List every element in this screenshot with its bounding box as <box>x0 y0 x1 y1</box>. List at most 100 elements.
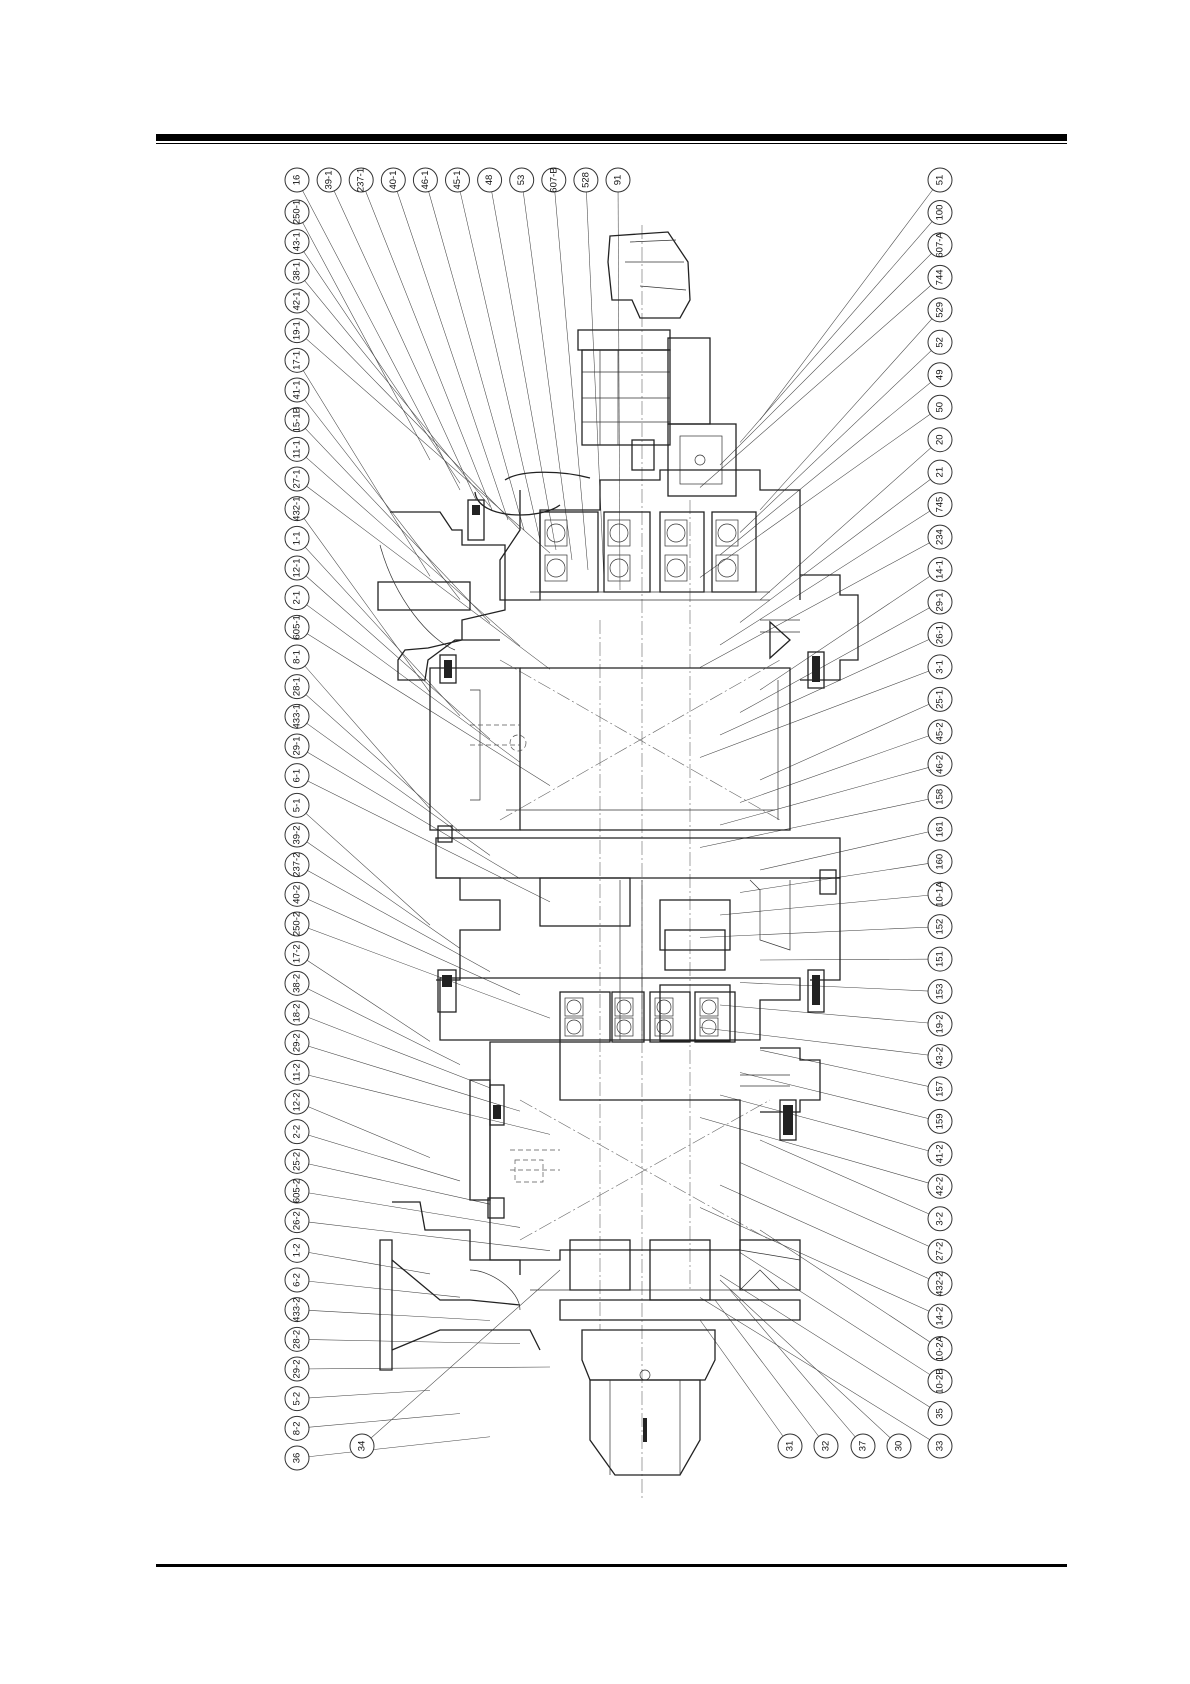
balloon-label: 8-2 <box>292 1421 303 1435</box>
leader-line <box>719 1184 941 1284</box>
balloon-label: 35 <box>935 1408 946 1419</box>
balloon-right-159: 159 <box>927 1108 953 1134</box>
balloon-label: 17-2 <box>292 944 303 963</box>
leader-line <box>759 309 941 511</box>
leader-line <box>360 179 493 511</box>
balloon-label: 2-2 <box>292 1125 303 1139</box>
balloon-label: 744 <box>935 269 946 285</box>
balloon-label: 40-2 <box>292 885 303 904</box>
leader-line <box>699 926 941 938</box>
leader-line <box>699 1319 791 1447</box>
leader-line <box>296 449 521 647</box>
leader-line <box>296 567 491 740</box>
balloon-right-49: 49 <box>927 362 953 388</box>
balloon-label: 19-1 <box>292 321 303 340</box>
leader-line <box>759 439 941 601</box>
balloon-right-10-2A: 10-2A <box>927 1335 953 1361</box>
balloon-right-607-A: 607-A <box>927 232 953 258</box>
leader-line <box>699 536 941 668</box>
balloon-label: 529 <box>935 302 946 318</box>
balloon-label: 27-1 <box>292 469 303 488</box>
balloon-bottom-34: 34 <box>349 1433 375 1459</box>
balloon-label: 40-1 <box>388 170 399 189</box>
balloon-right-50: 50 <box>927 394 953 420</box>
balloon-label: 46-2 <box>935 755 946 774</box>
balloon-label: 3-1 <box>935 660 946 674</box>
balloon-label: 432-1 <box>292 497 303 521</box>
leader-line <box>328 179 477 501</box>
balloon-top-607-B: 607-B <box>541 167 567 193</box>
balloon-label: 1-1 <box>292 531 303 545</box>
balloon-left-29-2: 29-2 <box>284 1030 310 1056</box>
leader-line <box>739 731 941 803</box>
balloon-label: 250-2 <box>292 912 303 936</box>
leader-line <box>296 1389 431 1399</box>
balloon-label: 50 <box>935 402 946 413</box>
balloon-label: 31 <box>785 1441 796 1452</box>
balloon-right-51: 51 <box>927 167 953 193</box>
balloon-label: 30 <box>894 1441 905 1452</box>
balloon-left-28-2: 28-2 <box>284 1326 310 1352</box>
leader-line <box>296 1436 491 1459</box>
leader-line <box>739 1162 941 1252</box>
balloon-right-432-2: 432-2 <box>927 1271 953 1297</box>
leader-line <box>296 1366 551 1370</box>
leader-line <box>393 179 509 521</box>
balloon-label: 607-B <box>548 167 559 192</box>
balloon-label: 12-1 <box>292 558 303 577</box>
leader-line <box>296 389 461 600</box>
balloon-left-17-1: 17-1 <box>284 347 310 373</box>
leader-line <box>296 1012 491 1089</box>
leader-line <box>759 1139 941 1220</box>
leader-line <box>296 211 431 461</box>
leader-line <box>739 982 941 992</box>
balloon-label: 528 <box>580 172 591 188</box>
leader-line <box>699 1297 941 1447</box>
balloon-label: 5-2 <box>292 1392 303 1406</box>
leader-line <box>296 716 491 856</box>
balloon-left-432-1: 432-1 <box>284 496 310 522</box>
balloon-label: 10-2A <box>935 1335 946 1361</box>
leader-line <box>521 179 573 561</box>
balloon-label: 25-2 <box>292 1152 303 1171</box>
leader-line <box>296 360 431 577</box>
leader-line <box>739 1072 941 1122</box>
balloon-top-528: 528 <box>573 167 599 193</box>
balloon-left-11-2: 11-2 <box>284 1059 310 1085</box>
balloon-label: 20 <box>935 434 946 445</box>
leader-line <box>739 471 941 623</box>
balloon-label: 48 <box>484 175 495 186</box>
balloon-right-25-1: 25-1 <box>927 686 953 712</box>
balloon-top-45-1: 45-1 <box>445 167 470 193</box>
balloon-right-158: 158 <box>927 784 953 810</box>
balloon-label: 11-2 <box>292 1063 303 1081</box>
leader-line <box>296 923 551 1019</box>
balloon-right-29-1: 29-1 <box>927 589 953 615</box>
balloon-label: 745 <box>935 497 946 513</box>
leader-line <box>296 805 431 926</box>
balloon-label: 151 <box>935 951 946 967</box>
leader-line <box>296 179 461 491</box>
balloon-label: 41-2 <box>935 1144 946 1163</box>
balloon-left-42-1: 42-1 <box>284 288 310 314</box>
balloon-right-151: 151 <box>927 946 953 972</box>
leader-line <box>296 983 461 1065</box>
leader-line <box>729 1289 864 1447</box>
balloon-left-8-2: 8-2 <box>284 1415 310 1441</box>
leader-line <box>699 407 941 578</box>
balloon-left-12-1: 12-1 <box>284 555 310 581</box>
balloon-label: 14-2 <box>935 1307 946 1326</box>
leader-line <box>739 342 941 533</box>
balloon-right-46-2: 46-2 <box>927 751 953 777</box>
balloon-label: 34 <box>357 1441 368 1452</box>
balloon-label: 14-1 <box>935 560 946 579</box>
balloon-top-237-1: 237-1 <box>348 167 374 193</box>
balloon-label: 152 <box>935 919 946 935</box>
balloon-right-35: 35 <box>927 1401 953 1427</box>
balloon-label: 158 <box>935 789 946 805</box>
balloon-label: 432-2 <box>935 1272 946 1296</box>
leader-line <box>457 179 541 541</box>
balloon-label: 3-2 <box>935 1212 946 1226</box>
balloon-right-157: 157 <box>927 1076 953 1102</box>
balloon-label: 53 <box>516 175 527 186</box>
